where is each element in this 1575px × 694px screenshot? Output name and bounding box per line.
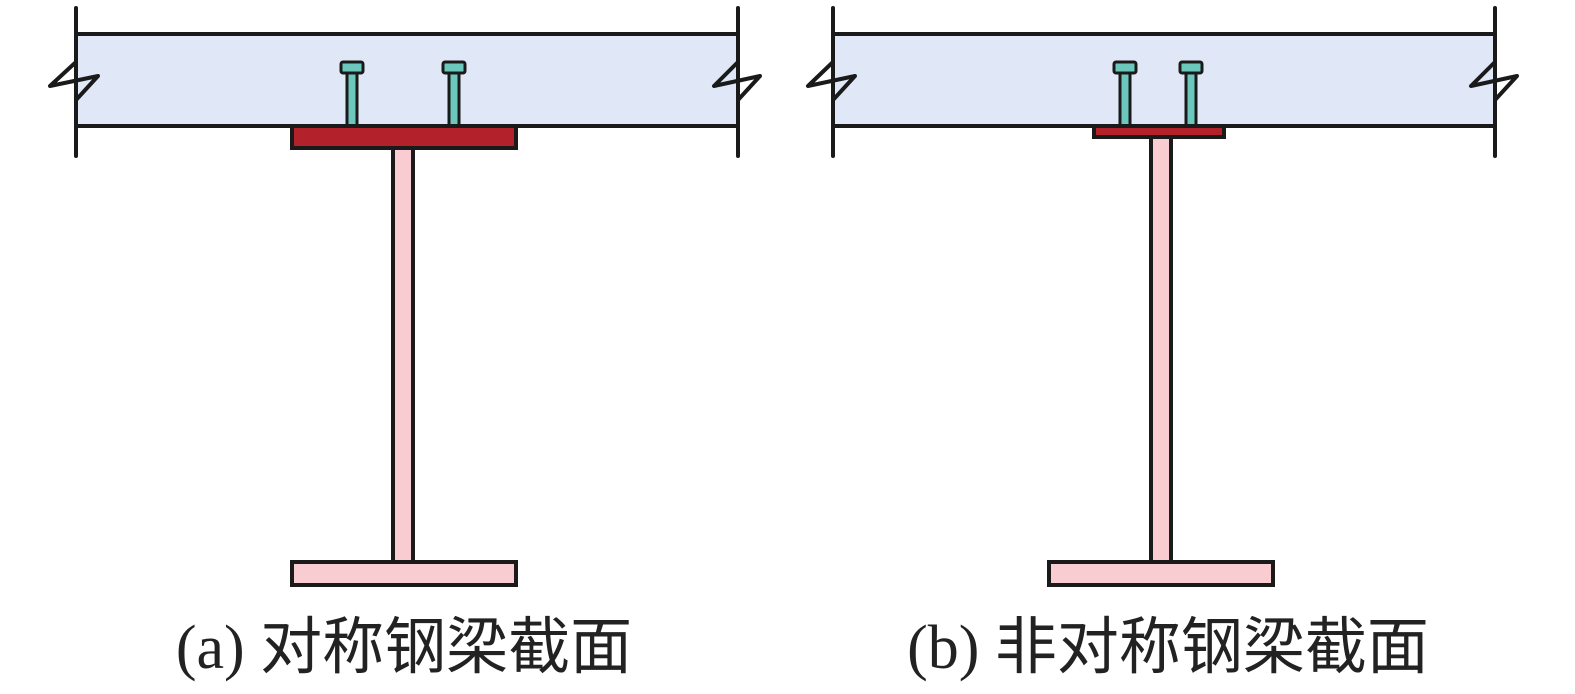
caption-b: (b) 非对称钢梁截面	[907, 614, 1429, 682]
top-flange	[290, 124, 518, 150]
bottom-flange	[290, 560, 518, 587]
slab-break-line-right	[712, 6, 762, 158]
concrete-slab	[831, 32, 1497, 128]
bottom-flange	[1047, 560, 1275, 587]
panel-b: (b) 非对称钢梁截面	[806, 6, 1519, 682]
slab-break-line-left	[48, 6, 100, 158]
concrete-slab	[74, 32, 740, 128]
slab-break-line-right	[1469, 6, 1519, 158]
panel-a: (a) 对称钢梁截面	[48, 6, 762, 682]
caption-a: (a) 对称钢梁截面	[176, 614, 632, 682]
shear-stud	[1112, 60, 1138, 128]
slab-break-line-left	[806, 6, 857, 158]
web	[1149, 135, 1173, 564]
web	[391, 146, 415, 564]
